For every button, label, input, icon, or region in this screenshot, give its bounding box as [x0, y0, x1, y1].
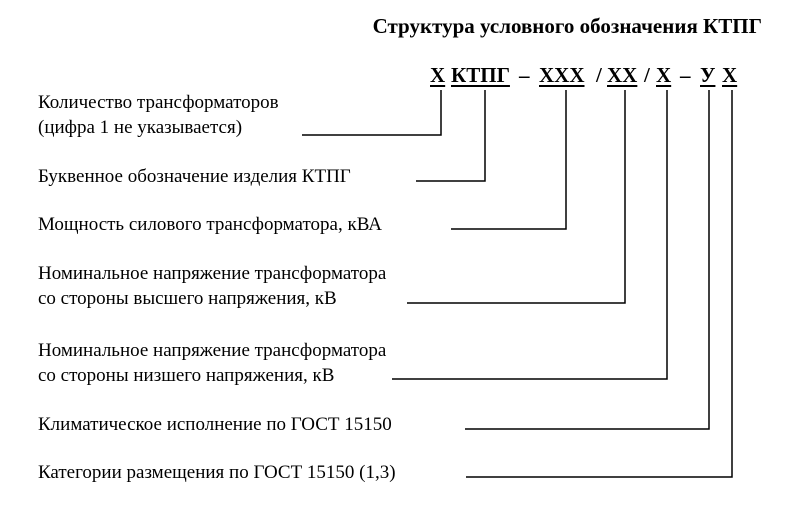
leader-line-placement: [466, 90, 733, 478]
diagram-title: Структура условного обозначения КТПГ: [372, 14, 762, 38]
code-segment-lv: Х: [656, 63, 672, 87]
leader-line-quantity: [302, 90, 442, 136]
label-product: Буквенное обозначение изделия КТПГ: [38, 164, 351, 189]
leader-line-hv: [407, 90, 626, 304]
label-line: Категории размещения по ГОСТ 15150 (1,3): [38, 462, 396, 483]
label-hv-voltage: Номинальное напряжение трансформатора со…: [38, 261, 386, 311]
label-line: Номинальное напряжение трансформатора: [38, 340, 387, 361]
label-line: Климатическое исполнение по ГОСТ 15150: [38, 414, 392, 435]
label-quantity: Количество трансформаторов (цифра 1 не у…: [38, 90, 279, 140]
code-segment-placement: Х: [722, 63, 738, 87]
label-power: Мощность силового трансформатора, кВА: [38, 212, 382, 237]
code-separator: /: [596, 63, 602, 87]
code-segment-power: ХХХ: [539, 63, 585, 87]
code-segment-quantity: Х: [430, 63, 446, 87]
label-placement: Категории размещения по ГОСТ 15150 (1,3): [38, 460, 396, 485]
label-line: (цифра 1 не указывается): [38, 117, 243, 138]
label-line: Мощность силового трансформатора, кВА: [38, 214, 382, 235]
label-lv-voltage: Номинальное напряжение трансформатора со…: [38, 338, 386, 388]
code-separator: /: [644, 63, 650, 87]
label-line: со стороны низшего напряжения, кВ: [38, 365, 335, 386]
code-segment-climate: У: [700, 63, 716, 87]
leader-line-climate: [465, 90, 710, 430]
label-line: Номинальное напряжение трансформатора: [38, 263, 387, 284]
code-segment-hv: ХХ: [607, 63, 638, 87]
label-line: Буквенное обозначение изделия КТПГ: [38, 166, 351, 187]
code-separator: –: [519, 63, 530, 87]
label-climate: Климатическое исполнение по ГОСТ 15150: [38, 412, 392, 437]
leader-line-lv: [392, 90, 668, 380]
label-line: со стороны высшего напряжения, кВ: [38, 288, 337, 309]
label-line: Количество трансформаторов: [38, 92, 279, 113]
code-separator: –: [680, 63, 691, 87]
leader-line-power: [451, 90, 567, 230]
leader-line-product: [416, 90, 486, 182]
code-segment-product: КТПГ: [451, 63, 510, 87]
